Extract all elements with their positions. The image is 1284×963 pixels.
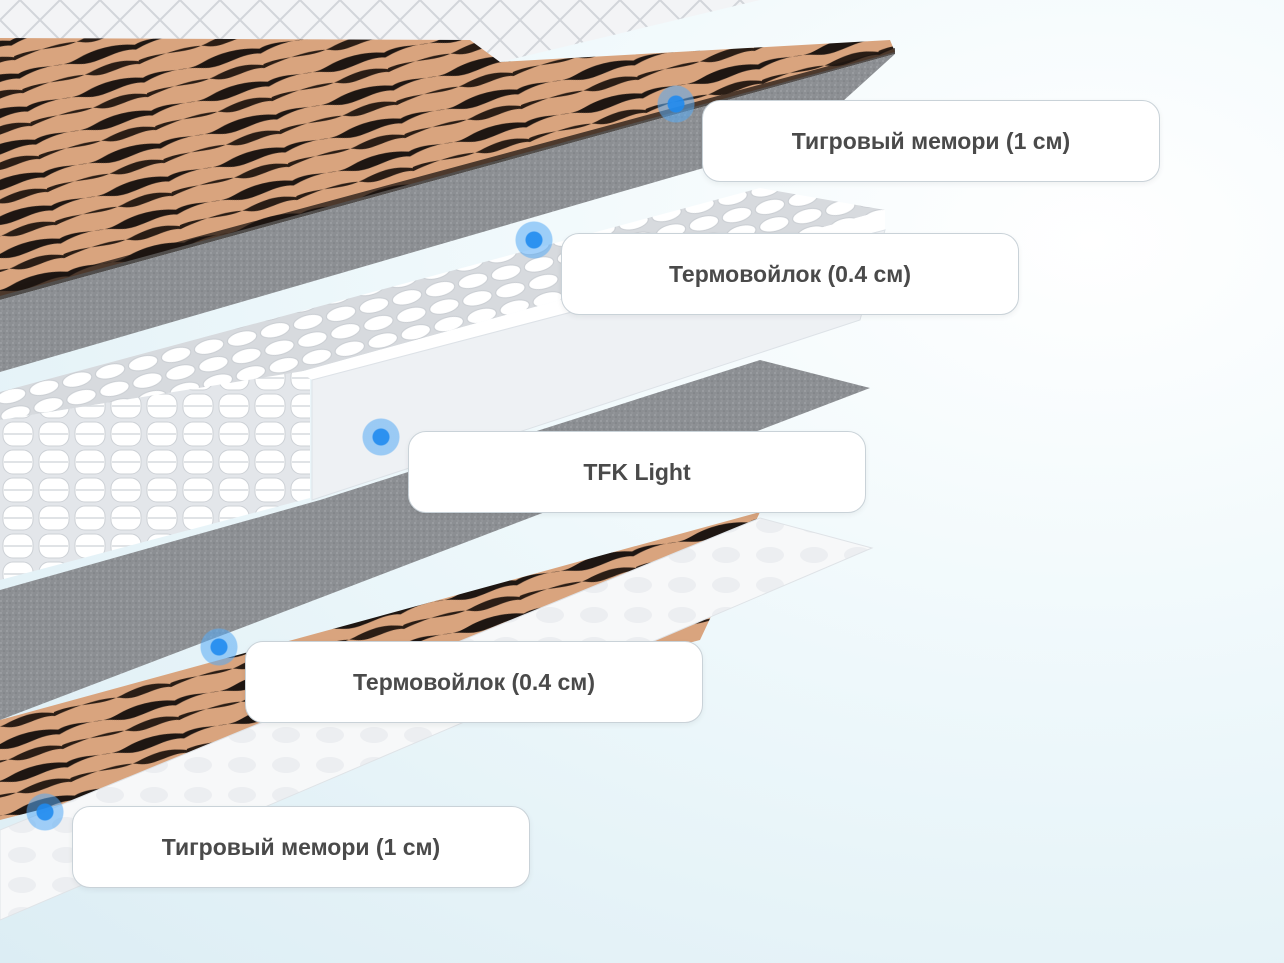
- layer-label-3-text: TFK Light: [583, 458, 691, 485]
- layer-label-5-text: Тигровый мемори (1 см): [161, 833, 441, 860]
- layer-label-1-text: Тигровый мемори (1 см): [791, 127, 1071, 154]
- layer-marker-2: [515, 221, 553, 259]
- layer-marker-4: [200, 628, 238, 666]
- layer-label-1: Тигровый мемори (1 см): [702, 100, 1160, 182]
- layer-marker-1: [657, 85, 695, 123]
- layer-marker-5: [26, 793, 64, 831]
- layer-label-4-text: Термовойлок (0.4 см): [353, 668, 595, 695]
- layer-label-5: Тигровый мемори (1 см): [72, 806, 530, 888]
- spring-block-side: [0, 370, 310, 580]
- layer-label-2: Термовойлок (0.4 см): [561, 233, 1019, 315]
- layer-label-3: TFK Light: [408, 431, 866, 513]
- layer-marker-3: [362, 418, 400, 456]
- layer-label-2-text: Термовойлок (0.4 см): [669, 260, 911, 287]
- felt-top-layer: [0, 54, 895, 372]
- layer-label-4: Термовойлок (0.4 см): [245, 641, 703, 723]
